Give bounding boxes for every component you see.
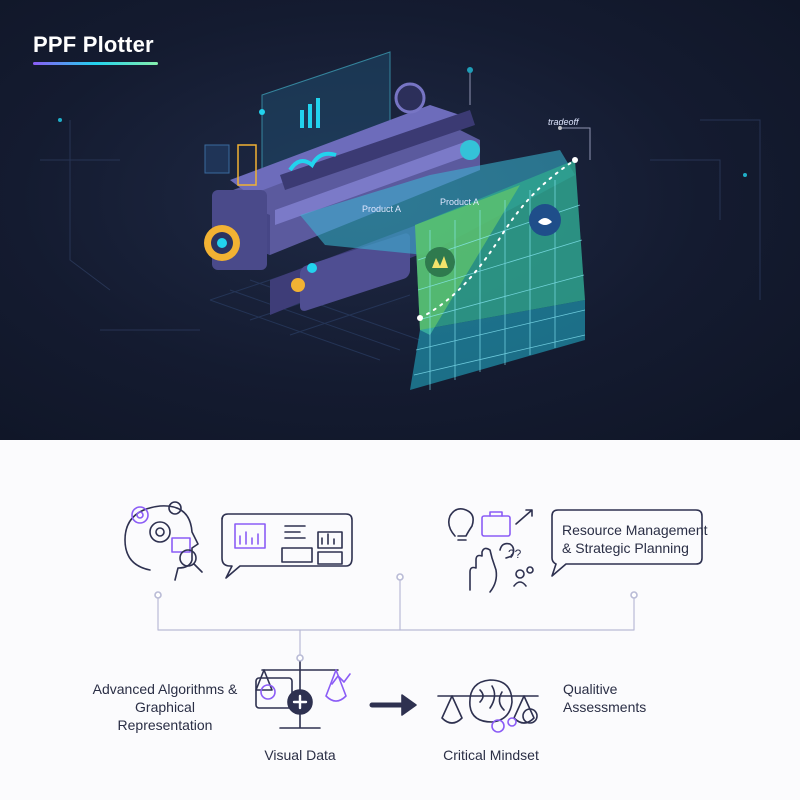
resource-speech-bubble	[551, 509, 703, 577]
brand-underline	[33, 62, 158, 65]
svg-text:??: ??	[508, 547, 522, 561]
advanced-algorithms-label: Advanced Algorithms & Graphical Represen…	[90, 680, 240, 734]
advanced-algorithms-line2: Graphical Representation	[117, 699, 213, 733]
diagram-icons: ??	[124, 501, 703, 733]
critical-mindset-label: Critical Mindset	[443, 747, 539, 763]
data-speech-bubble-icon	[221, 513, 353, 579]
idea-strategy-icon: ??	[448, 508, 534, 593]
connector-bracket	[157, 579, 635, 656]
qualitative-line1: Qualitive	[563, 681, 618, 697]
hero-illustration: tradeoff Product A Product A PPF Plotter	[0, 0, 800, 440]
resource-management-line1: Resource Management	[562, 522, 708, 538]
product-a-label-left: Product A	[362, 204, 401, 214]
resource-management-line2: & Strategic Planning	[562, 540, 689, 556]
head-gears-icon	[124, 501, 203, 581]
qualitative-assessments-label: Qualitive Assessments	[563, 680, 646, 716]
left-hologram-panels	[204, 144, 337, 186]
circuit-lines	[40, 118, 761, 331]
hologram-connectors	[467, 67, 591, 160]
process-arrow-head	[401, 694, 417, 716]
brand-title: PPF Plotter	[33, 32, 154, 57]
product-a-label-right: Product A	[440, 197, 479, 207]
advanced-algorithms-line1: Advanced Algorithms &	[92, 681, 238, 697]
tradeoff-label: tradeoff	[548, 117, 580, 127]
plot-sheet	[300, 150, 586, 390]
concept-diagram: ??	[0, 440, 800, 800]
plotter-machine-illustration: tradeoff Product A Product A	[40, 51, 761, 390]
resource-management-label: Resource Management & Strategic Planning	[562, 521, 708, 557]
qualitative-line2: Assessments	[563, 699, 647, 715]
visual-data-label: Visual Data	[264, 747, 336, 763]
critical-mindset-icon	[437, 679, 539, 733]
visual-data-scale-icon	[255, 661, 351, 729]
